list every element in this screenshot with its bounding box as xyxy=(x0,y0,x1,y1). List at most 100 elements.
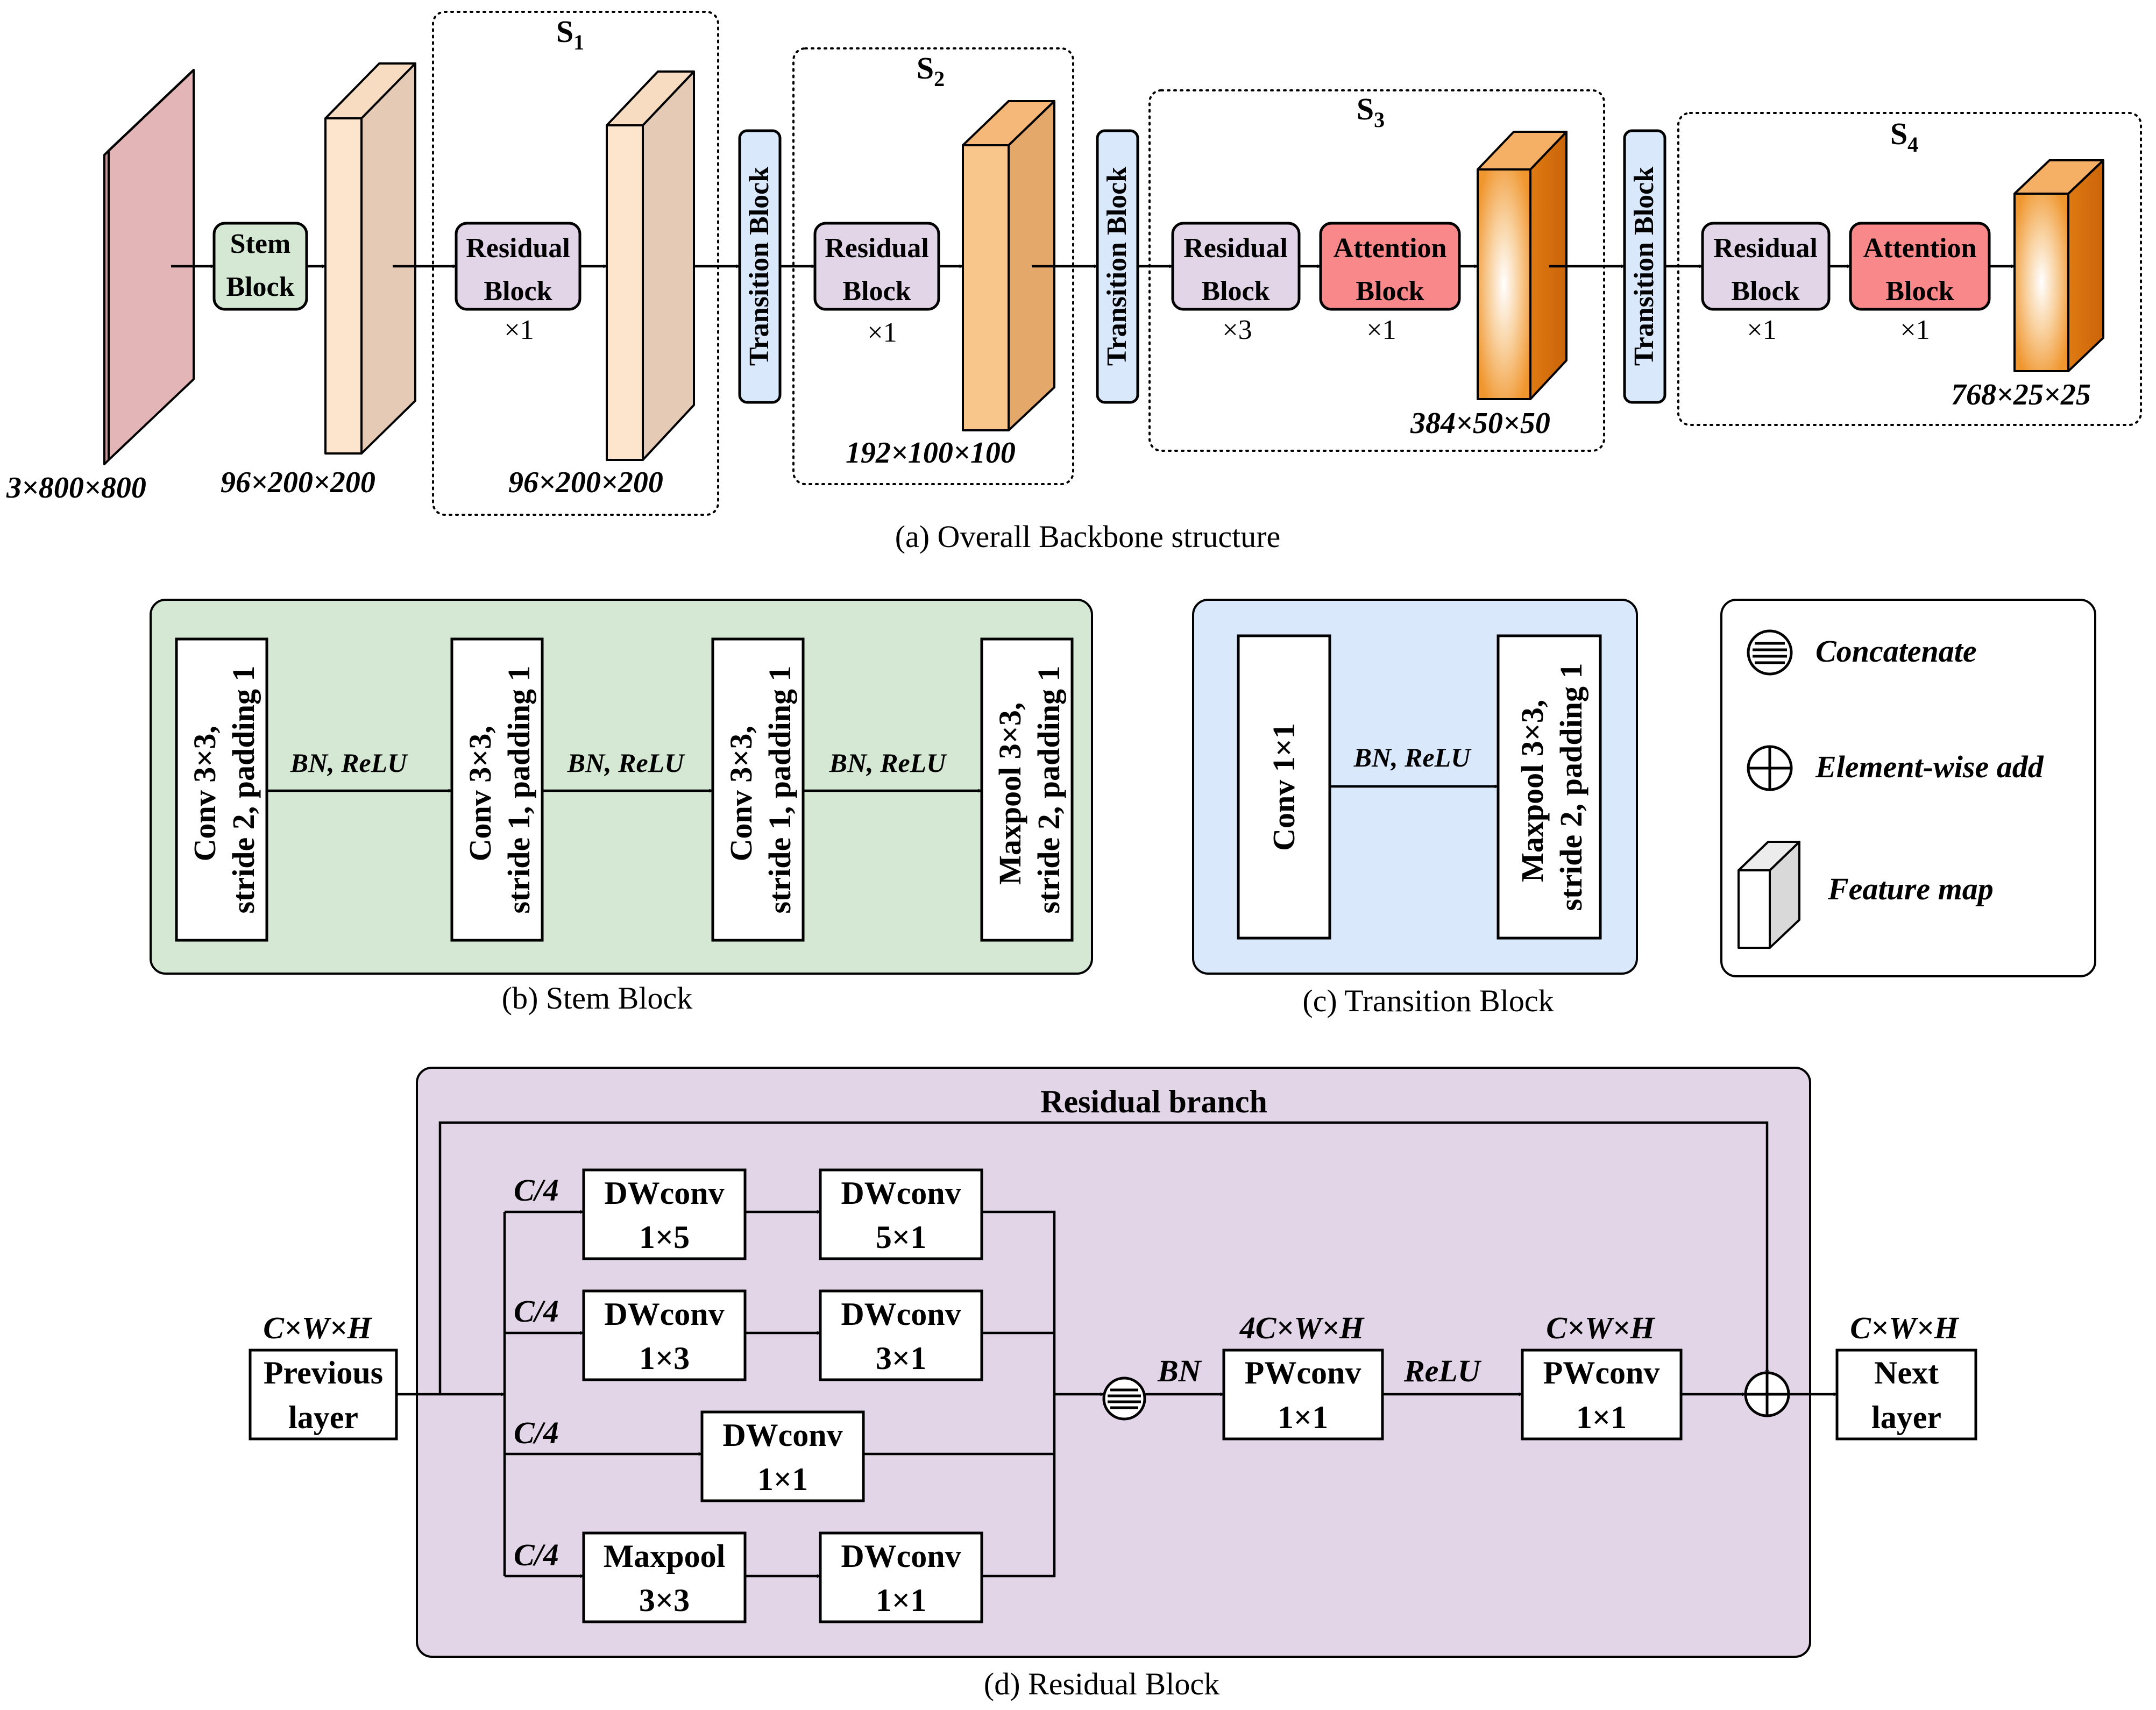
svg-text:Conv 3×3, stride 2, pa: Conv 3×3, stride 2, padding 1 xyxy=(187,666,261,914)
stem-block: Stem Block xyxy=(212,222,308,311)
panel-c-caption: (c) Transition Block xyxy=(1302,983,1554,1018)
s3-residual-label-1: Residual xyxy=(1183,233,1288,264)
output-dim-label: C×W×H xyxy=(1850,1310,1959,1345)
stem-layer-4-line-2: stride 2, padding 1 xyxy=(1031,666,1066,914)
s1-residual-label-1: Residual xyxy=(466,233,570,264)
s4-attention-label-1: Attention xyxy=(1863,233,1977,264)
branch4-maxpool-label: Maxpool xyxy=(604,1538,726,1574)
legend-frame xyxy=(1720,599,2096,977)
s3-attention-repeat: ×1 xyxy=(1366,315,1396,345)
branch1-dwconv-1x5-label: DWconv xyxy=(604,1175,724,1211)
split-label-1: C/4 xyxy=(514,1173,559,1208)
transition-pool-line-2: stride 2, padding 1 xyxy=(1554,663,1588,911)
next-layer-label-2: layer xyxy=(1871,1400,1941,1435)
branch4-dwconv-1x1-label: DWconv xyxy=(841,1538,961,1574)
branch3-dwconv-1x1-kernel: 1×1 xyxy=(757,1461,808,1497)
transition-block-3: Transition Block xyxy=(1623,129,1666,404)
stem-layer-1-line-2: stride 2, padding 1 xyxy=(226,666,261,914)
element-wise-add-icon xyxy=(1744,1371,1790,1417)
stem-arrow-label-1: BN, ReLU xyxy=(290,748,409,778)
previous-layer-label-1: Previous xyxy=(264,1355,383,1390)
branch2-dwconv-1x3-kernel: 1×3 xyxy=(639,1340,690,1376)
branch4-dwconv-1x1-kernel: 1×1 xyxy=(876,1583,926,1618)
transition-block-1: Transition Block xyxy=(738,129,782,404)
transition-conv-layer: Conv 1×1 xyxy=(1237,634,1331,940)
stage-s3-label: S3 xyxy=(1357,91,1385,132)
transition-pool-layer: Maxpool 3×3, stride 2, padding 1 xyxy=(1497,634,1602,940)
input-dim-label: C×W×H xyxy=(263,1310,372,1345)
split-label-2: C/4 xyxy=(514,1294,559,1329)
concatenate-icon xyxy=(1102,1376,1146,1421)
dim-s1-out: 96×200×200 xyxy=(508,466,663,499)
svg-text:Conv 3×3, stride 1, pa: Conv 3×3, stride 1, padding 1 xyxy=(724,666,797,914)
stem-layer-3: Conv 3×3, stride 1, padding 1 xyxy=(711,637,805,942)
transition-1-label: Transition Block xyxy=(744,167,775,366)
panel-a-caption: (a) Overall Backbone structure xyxy=(895,519,1281,554)
previous-layer-box: Previous layer xyxy=(249,1349,398,1441)
transition-block-2: Transition Block xyxy=(1096,129,1139,404)
branch4-maxpool-kernel: 3×3 xyxy=(639,1583,690,1618)
branch2-dwconv-1x3-label: DWconv xyxy=(604,1296,724,1332)
stem-layer-4-line-1: Maxpool 3×3, xyxy=(992,703,1027,885)
pwconv-2-label: PWconv xyxy=(1543,1355,1660,1390)
s3-attention-label-2: Block xyxy=(1356,276,1424,307)
stage-s3-frame xyxy=(1148,89,1605,452)
dim-s4-out: 768×25×25 xyxy=(1951,378,2091,411)
branch2-dwconv-1x3: DWconv 1×3 xyxy=(582,1289,747,1381)
panel-b-background xyxy=(150,599,1093,975)
s3-residual-repeat: ×3 xyxy=(1222,315,1252,345)
s4-residual-label-1: Residual xyxy=(1713,233,1818,264)
transition-arrow-label: BN, ReLU xyxy=(1353,742,1472,772)
stem-layer-3-line-1: Conv 3×3, xyxy=(724,726,758,861)
panel-b-stem-block: Conv 3×3, stride 2, padding 1 Conv 3×3, … xyxy=(150,599,1093,1016)
feature-map-s1-out xyxy=(606,70,695,461)
feature-map-s2-out xyxy=(962,100,1055,431)
s4-attention-repeat: ×1 xyxy=(1900,315,1930,345)
s1-repeat: ×1 xyxy=(504,315,534,345)
feature-map-stem-out xyxy=(324,62,416,455)
panel-b-caption: (b) Stem Block xyxy=(502,981,692,1016)
s4-residual-block: Residual Block xyxy=(1701,222,1831,311)
stage-s1-label: S1 xyxy=(556,14,584,54)
panel-d-caption: (d) Residual Block xyxy=(984,1666,1219,1701)
stem-layer-2: Conv 3×3, stride 1, padding 1 xyxy=(450,637,544,942)
stage-s2-frame xyxy=(792,47,1074,485)
pwconv2-dim-label: C×W×H xyxy=(1546,1310,1655,1345)
dim-input: 3×800×800 xyxy=(6,471,146,505)
s4-attention-block: Attention Block xyxy=(1849,222,1991,311)
dim-stem-out: 96×200×200 xyxy=(221,466,375,499)
stem-block-label-2: Block xyxy=(226,272,294,302)
dim-s3-out: 384×50×50 xyxy=(1410,407,1550,440)
element-wise-add-icon xyxy=(1747,745,1793,791)
stem-layer-1-line-1: Conv 3×3, xyxy=(187,726,222,861)
s4-residual-label-2: Block xyxy=(1731,276,1799,307)
pwconv-1: PWconv 1×1 xyxy=(1222,1349,1384,1441)
legend-feature-label: Feature map xyxy=(1827,871,1994,906)
branch1-dwconv-1x5-kernel: 1×5 xyxy=(639,1219,690,1255)
s1-residual-label-2: Block xyxy=(484,276,552,307)
panel-d-residual-block: Residual branch C×W×H Previous layer xyxy=(249,1067,1977,1701)
stem-layer-4: Maxpool 3×3, stride 2, padding 1 xyxy=(980,637,1074,942)
panel-c-transition-block: Conv 1×1 Maxpool 3×3, stride 2, padding … xyxy=(1192,599,1638,1018)
feature-map-s3-out xyxy=(1477,131,1568,400)
transition-pool-line-1: Maxpool 3×3, xyxy=(1515,700,1550,882)
transition-3-label: Transition Block xyxy=(1629,167,1659,366)
legend-concatenate-label: Concatenate xyxy=(1815,634,1977,669)
stem-layer-3-line-2: stride 1, padding 1 xyxy=(762,666,797,914)
branch1-dwconv-1x5: DWconv 1×5 xyxy=(582,1168,747,1260)
split-label-4: C/4 xyxy=(514,1537,559,1572)
stage-s1-frame xyxy=(432,11,719,516)
s3-attention-label-1: Attention xyxy=(1334,233,1447,264)
split-label-3: C/4 xyxy=(514,1415,559,1450)
branch4-dwconv-1x1: DWconv 1×1 xyxy=(819,1531,983,1623)
stage-s2-label: S2 xyxy=(917,51,945,91)
branch1-dwconv-5x1: DWconv 5×1 xyxy=(819,1168,983,1260)
s2-repeat: ×1 xyxy=(867,317,897,348)
legend-add-label: Element-wise add xyxy=(1815,749,2044,784)
s1-residual-block: Residual Block xyxy=(455,222,581,311)
relu-label: ReLU xyxy=(1403,1353,1482,1388)
s2-residual-label-2: Block xyxy=(842,276,911,307)
branch3-dwconv-1x1-label: DWconv xyxy=(722,1417,842,1453)
s3-residual-label-2: Block xyxy=(1201,276,1270,307)
s3-attention-block: Attention Block xyxy=(1319,222,1461,311)
